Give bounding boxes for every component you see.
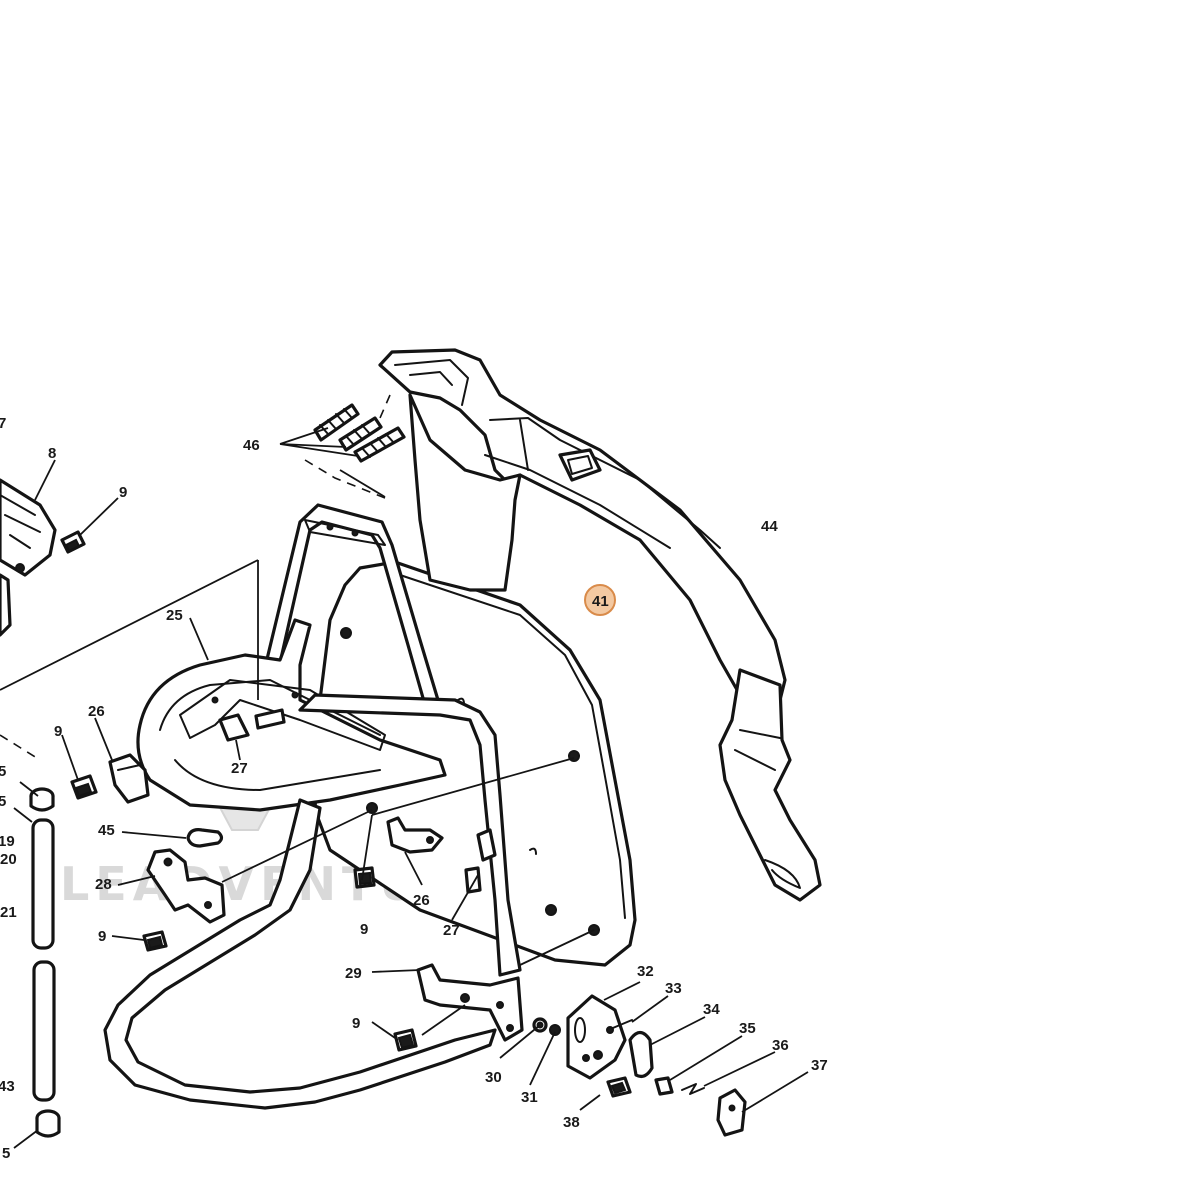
callout-31[interactable]: 31 — [521, 1089, 538, 1106]
callout-27-b[interactable]: 27 — [443, 922, 460, 939]
callout-33[interactable]: 33 — [665, 980, 682, 997]
callout-9-d[interactable]: 9 — [360, 921, 368, 938]
callouts: 7 8 9 46 44 41 25 26 9 27 45 28 9 9 26 2… — [0, 415, 828, 1162]
callout-9-c[interactable]: 9 — [98, 928, 106, 945]
callout-34[interactable]: 34 — [703, 1001, 720, 1018]
part-33-pin — [606, 1019, 633, 1034]
callout-7[interactable]: 7 — [0, 415, 6, 432]
part-27-pin-bottom — [464, 828, 497, 894]
part-26-clip-right — [386, 816, 444, 854]
part-25-grab-frame — [103, 503, 522, 1110]
part-36-spring — [681, 1083, 705, 1095]
part-27-pin-top — [218, 708, 286, 742]
part-21-rod — [31, 818, 56, 1102]
callout-27-a[interactable]: 27 — [231, 760, 248, 777]
part-9-bolt-top — [60, 530, 86, 554]
callout-44[interactable]: 44 — [761, 518, 778, 535]
part-9-bolt-left — [70, 774, 98, 800]
part-45-link — [186, 828, 224, 848]
callout-26-b[interactable]: 26 — [413, 892, 430, 909]
callout-28[interactable]: 28 — [95, 876, 112, 893]
part-28-bracket — [146, 848, 226, 924]
callout-29[interactable]: 29 — [345, 965, 362, 982]
leader-lines — [0, 427, 809, 1149]
part-32-latch-plate — [566, 994, 627, 1080]
callout-5-c[interactable]: 5 — [2, 1145, 10, 1162]
callout-26-a[interactable]: 26 — [88, 703, 105, 720]
part-38-bolt — [606, 1076, 632, 1098]
callout-37[interactable]: 37 — [811, 1057, 828, 1074]
callout-36[interactable]: 36 — [772, 1037, 789, 1054]
callout-5-b[interactable]: 5 — [0, 793, 6, 810]
callout-46[interactable]: 46 — [243, 437, 260, 454]
callout-9-a[interactable]: 9 — [119, 484, 127, 501]
part-9-bolt-bottom — [393, 1028, 418, 1052]
callout-20[interactable]: 20 — [0, 851, 17, 868]
callout-5-a[interactable]: 5 — [0, 763, 6, 780]
callout-30[interactable]: 30 — [485, 1069, 502, 1086]
callout-9-e[interactable]: 9 — [352, 1015, 360, 1032]
part-46-springs — [313, 403, 406, 463]
callout-38[interactable]: 38 — [563, 1114, 580, 1131]
part-29-bracket — [416, 963, 524, 1042]
part-8-bracket — [0, 478, 57, 637]
callout-41[interactable]: 41 — [592, 593, 609, 610]
part-34-loop — [628, 1030, 654, 1079]
callout-35[interactable]: 35 — [739, 1020, 756, 1037]
part-9-bolt-lower-left — [142, 930, 168, 952]
callout-25[interactable]: 25 — [166, 607, 183, 624]
part-37-clip — [716, 1088, 747, 1137]
callout-21[interactable]: 21 — [0, 904, 17, 921]
callout-32[interactable]: 32 — [637, 963, 654, 980]
callout-41-highlight[interactable] — [584, 584, 616, 616]
callout-8[interactable]: 8 — [48, 445, 56, 462]
part-26-clip-left — [108, 753, 150, 804]
callout-43[interactable]: 43 — [0, 1078, 15, 1095]
callout-9-b[interactable]: 9 — [54, 723, 62, 740]
part-5-cap — [35, 1109, 61, 1138]
callout-45[interactable]: 45 — [98, 822, 115, 839]
part-44-cover — [378, 348, 822, 902]
part-41-panel — [313, 393, 637, 967]
part-19-cap — [29, 787, 55, 812]
part-35-bolt — [654, 1076, 674, 1096]
part-9-bolt-center — [353, 866, 376, 889]
part-31-nut — [549, 1024, 561, 1036]
callout-19[interactable]: 19 — [0, 833, 15, 850]
